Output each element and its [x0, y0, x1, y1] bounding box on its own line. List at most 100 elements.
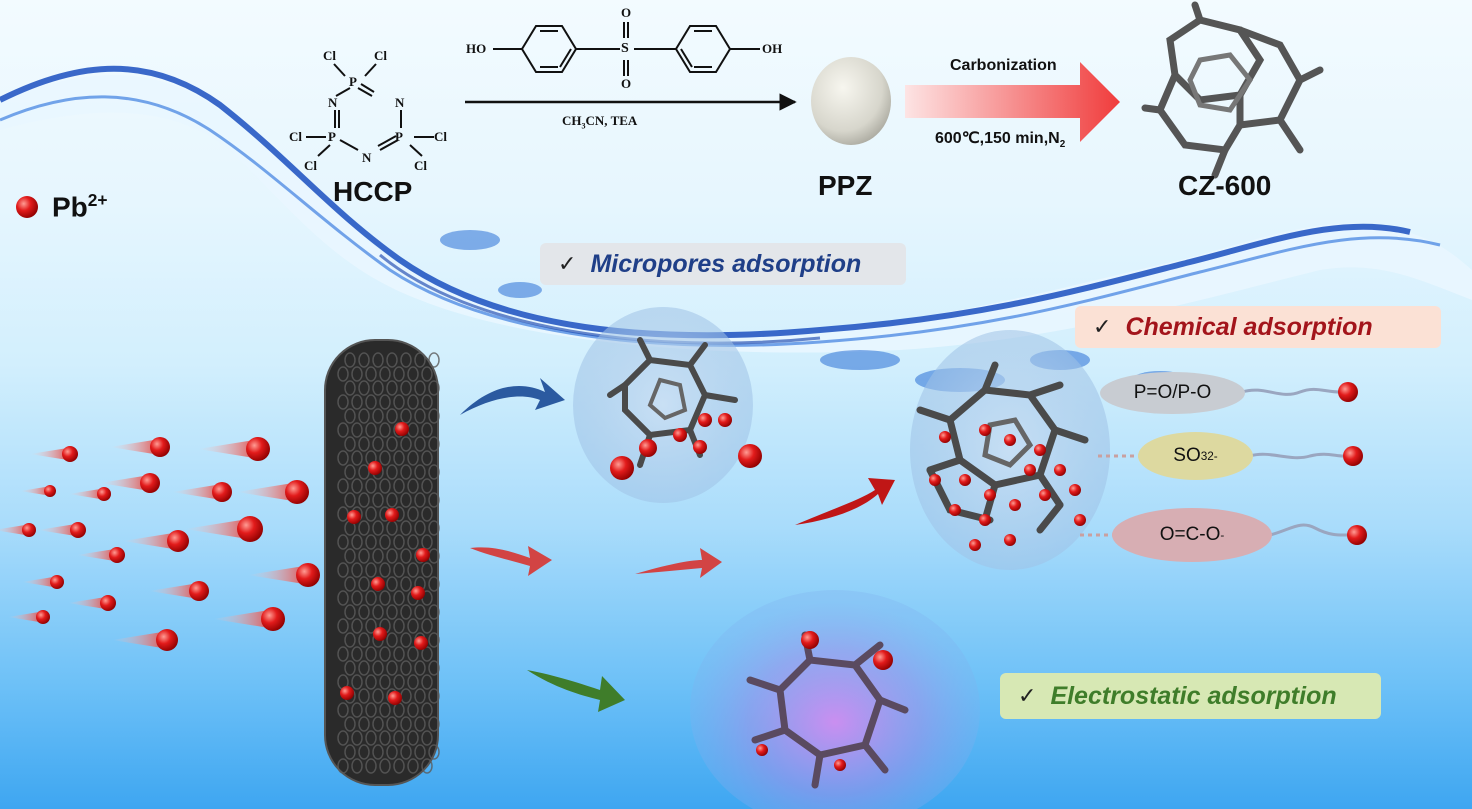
rod-pore	[428, 436, 440, 452]
rod-pore	[337, 618, 349, 634]
rod-pore	[365, 758, 377, 774]
hccp-p-top: P	[349, 74, 357, 89]
rod-pore	[337, 702, 349, 718]
rod-pore	[337, 422, 349, 438]
rod-pore	[351, 618, 363, 634]
rod-pore	[393, 450, 405, 466]
pb-ion-electrostatic	[756, 744, 768, 756]
rod-pore	[344, 576, 356, 592]
rod-pore	[344, 436, 356, 452]
rod-pore	[344, 716, 356, 732]
pb-ion-micropore	[673, 428, 687, 442]
rod-pore	[400, 436, 412, 452]
ppz-label: PPZ	[818, 170, 873, 201]
rod-pore	[400, 716, 412, 732]
check-icon: ✓	[1093, 314, 1112, 339]
ion-trail	[0, 524, 29, 536]
reaction-conditions: CH3CN, TEA	[562, 113, 637, 131]
pb-ion-electrostatic	[873, 650, 893, 670]
pb-legend-label: Pb2+	[52, 190, 108, 223]
rod-pore	[414, 464, 426, 480]
ion-trail	[237, 482, 297, 502]
rod-pore	[379, 674, 391, 690]
carbonization-conditions-sub: 2	[1059, 139, 1066, 151]
rod-pore	[386, 408, 398, 424]
pb-ion-adsorbed	[347, 510, 361, 524]
rod-pore	[379, 422, 391, 438]
rod-pore	[351, 366, 363, 382]
bps-o-top: O	[621, 5, 632, 20]
fg-text: O=C-O	[1159, 524, 1221, 545]
rod-pore	[358, 436, 370, 452]
ion-trail	[77, 548, 117, 562]
pb-ion-adsorbed	[395, 422, 409, 436]
rod-pore	[400, 352, 412, 368]
rod-pore	[428, 604, 440, 620]
pb-ion-adsorbed	[340, 686, 354, 700]
pb-ion-adsorbed	[388, 691, 402, 705]
rod-pore	[414, 744, 426, 760]
rod-pore	[407, 478, 419, 494]
rod-pore	[393, 562, 405, 578]
rod-pore	[400, 380, 412, 396]
rod-pore	[358, 548, 370, 564]
rod-pore	[393, 758, 405, 774]
rod-pore	[372, 716, 384, 732]
chemical-adsorption-label: Chemical adsorption	[1125, 312, 1373, 341]
pb-charge: 2+	[87, 190, 108, 210]
cz-600-label: CZ-600	[1178, 170, 1272, 201]
micropores-adsorption-tag: ✓ Micropores adsorption	[540, 243, 906, 285]
pb-ion-micropore	[610, 456, 634, 480]
rod-pore	[414, 492, 426, 508]
carbonization-conditions-text: 600℃,150 min,N	[935, 130, 1060, 147]
rod-pore	[414, 352, 426, 368]
rod-pore	[428, 352, 440, 368]
conditions-ch: CH	[562, 113, 582, 128]
rod-pore	[421, 702, 433, 718]
rod-pore	[358, 352, 370, 368]
pb-ion-moving	[261, 607, 285, 631]
functional-group-carboxylate: O=C-O-	[1112, 508, 1272, 562]
rod-pore	[351, 478, 363, 494]
rod-pore	[365, 366, 377, 382]
ion-trail	[185, 518, 250, 540]
hccp-cl-2: Cl	[374, 48, 387, 63]
rod-pore	[414, 520, 426, 536]
rod-pore	[337, 730, 349, 746]
rod-pore	[358, 464, 370, 480]
hccp-label: HCCP	[333, 176, 413, 207]
rod-pore	[386, 352, 398, 368]
pb-ion-chemical	[1009, 499, 1021, 511]
ppz-sphere	[811, 57, 891, 145]
rod-pore	[379, 450, 391, 466]
ion-trail	[198, 439, 258, 459]
rod-pore	[400, 576, 412, 592]
carbonization-label: Carbonization	[950, 57, 1057, 74]
rod-pore	[351, 674, 363, 690]
fg-sub: 3	[1200, 449, 1208, 463]
rod-pore	[421, 506, 433, 522]
rod-pore	[344, 408, 356, 424]
pb-ion-adsorbed	[411, 586, 425, 600]
rod-pore	[400, 492, 412, 508]
rod-pore	[379, 394, 391, 410]
pb-ion-chemical	[984, 489, 996, 501]
rod-pore	[421, 478, 433, 494]
conditions-rest: CN, TEA	[585, 113, 638, 128]
bps-o-bottom: O	[621, 76, 632, 91]
rod-pore	[407, 394, 419, 410]
hccp-cl-1: Cl	[323, 48, 336, 63]
pb-ion-moving	[285, 480, 309, 504]
rod-pore	[421, 422, 433, 438]
rod-pore	[365, 590, 377, 606]
electrostatic-bubble	[690, 590, 980, 809]
rod-pore	[407, 534, 419, 550]
fg-dotted-links	[1080, 454, 1140, 537]
rod-pore	[351, 702, 363, 718]
rod-pore	[358, 492, 370, 508]
rod-pore	[351, 730, 363, 746]
rod-pore	[386, 548, 398, 564]
rod-pore	[407, 618, 419, 634]
rod-pore	[421, 730, 433, 746]
